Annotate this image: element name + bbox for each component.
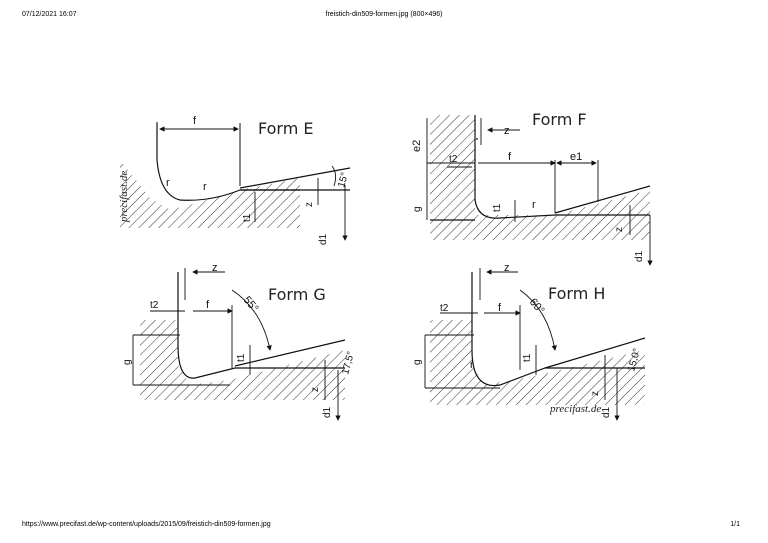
form-f-t1-label: t1 xyxy=(492,203,503,212)
form-e-diagram xyxy=(120,122,351,241)
form-h-f-label: f xyxy=(498,302,502,314)
form-f-f-label: f xyxy=(508,151,512,163)
form-g-t1-label: t1 xyxy=(236,353,247,362)
form-f-z-label: z xyxy=(504,125,510,137)
form-f-t2-label: t2 xyxy=(449,154,458,165)
form-g-d1-label: d1 xyxy=(322,406,333,418)
form-e-t1-label: t1 xyxy=(242,213,253,222)
form-e-watermark: precifast.de xyxy=(118,171,130,223)
form-h-watermark: precifast.de xyxy=(549,403,601,415)
form-h-r-label: r xyxy=(470,359,474,371)
form-g-f-label: f xyxy=(206,299,210,311)
form-g-angle-top-label: 55° xyxy=(241,294,261,314)
form-h-z-label: z xyxy=(504,262,510,274)
form-h-title: Form H xyxy=(548,284,605,303)
form-f-diagram xyxy=(426,115,653,266)
page-number: 1/1 xyxy=(730,521,740,528)
source-url: https://www.precifast.de/wp-content/uplo… xyxy=(22,521,271,528)
form-g-diagram xyxy=(132,268,346,421)
form-e-z-label: z xyxy=(304,202,315,207)
form-e-angle-label: 15° xyxy=(336,171,351,188)
form-h-angle-top-label: 60° xyxy=(527,296,547,316)
form-h-z2-label: z xyxy=(590,391,601,396)
form-f-z2-label: z xyxy=(614,227,625,232)
form-e-r1-label: r xyxy=(166,177,170,189)
form-e-f-label: f xyxy=(193,115,197,127)
form-f-title: Form F xyxy=(532,110,587,129)
form-h-diagram xyxy=(424,268,646,421)
form-f-r-label: r xyxy=(532,199,536,211)
form-h-t1-label: t1 xyxy=(522,353,533,362)
form-g-z-label: z xyxy=(212,262,218,274)
form-g-t2-label: t2 xyxy=(150,300,159,311)
form-h-g-label: g xyxy=(412,359,423,365)
form-h-d1-label: d1 xyxy=(601,406,612,418)
form-e-d1-label: d1 xyxy=(318,233,329,245)
form-e-r2-label: r xyxy=(203,181,207,193)
form-g-z2-label: z xyxy=(310,387,321,392)
form-h-t2-label: t2 xyxy=(440,303,449,314)
document-title: freistich-din509-formen.jpg (800×496) xyxy=(325,11,443,18)
form-e-title: Form E xyxy=(258,119,314,138)
form-g-g-label: g xyxy=(122,359,133,365)
print-datetime: 07/12/2021 16:07 xyxy=(22,11,77,18)
form-g-title: Form G xyxy=(268,285,326,304)
form-f-g-label: g xyxy=(412,206,423,212)
form-f-e2-label: e2 xyxy=(411,140,423,152)
form-f-e1-label: e1 xyxy=(570,151,582,163)
form-f-d1-label: d1 xyxy=(634,250,645,262)
